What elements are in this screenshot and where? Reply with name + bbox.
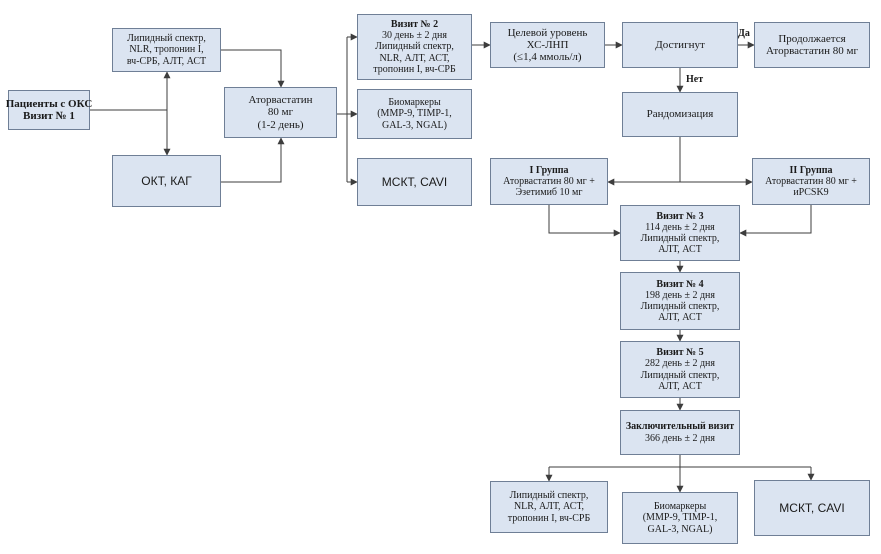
node-line: Достигнут bbox=[655, 38, 705, 51]
node-line: Эзетимиб 10 мг bbox=[515, 187, 583, 199]
node-line: NLR, тропонин I, bbox=[129, 44, 204, 56]
node-line: 282 день ± 2 дня bbox=[645, 358, 715, 370]
node-line: (MMP-9, TIMP-1, bbox=[377, 108, 452, 120]
node-line: GAL-3, NGAL) bbox=[382, 119, 447, 131]
node-line: Аторвастатин bbox=[248, 94, 313, 107]
edge-label-no: Нет bbox=[686, 74, 704, 85]
node-line: Липидный спектр, bbox=[375, 41, 454, 53]
node-line: вч-СРБ, АЛТ, АСТ bbox=[126, 55, 207, 67]
node-line: Липидный спектр, bbox=[509, 490, 589, 502]
node-okt-kag: ОКТ, КАГ bbox=[112, 155, 221, 207]
node-randomization: Рандомизация bbox=[622, 92, 738, 137]
node-line: 114 день ± 2 дня bbox=[645, 221, 715, 233]
node-line: иPCSK9 bbox=[793, 187, 829, 199]
connector-group2-visit3 bbox=[739, 205, 812, 237]
node-line: Аторвастатин 80 мг + bbox=[765, 175, 857, 187]
node-line: 366 день ± 2 дня bbox=[645, 432, 715, 444]
node-line: Липидный спектр, bbox=[640, 369, 720, 381]
node-line: Целевой уровень bbox=[507, 26, 588, 39]
connector-lipid-atorva bbox=[221, 49, 285, 88]
node-lipid-initial: Липидный спектр,NLR, тропонин I,вч-СРБ, … bbox=[112, 28, 221, 72]
node-line: Липидный спектр, bbox=[640, 301, 720, 312]
node-line: Аторвастатин 80 мг + bbox=[503, 175, 595, 187]
node-line: Визит № 4 bbox=[656, 278, 704, 290]
node-line: (MMP-9, TIMP-1, bbox=[642, 512, 718, 524]
node-line: NLR, АЛТ, АСТ, bbox=[379, 52, 450, 64]
node-line: Липидный спектр, bbox=[640, 233, 720, 244]
node-line: Биомаркеры bbox=[388, 97, 441, 109]
node-achieved: Достигнут bbox=[622, 22, 738, 68]
node-line: АЛТ, АСТ bbox=[658, 312, 702, 324]
node-biomarkers-2: Биомаркеры(MMP-9, TIMP-1,GAL-3, NGAL) bbox=[622, 492, 738, 544]
node-line: Рандомизация bbox=[646, 108, 714, 121]
node-line: АЛТ, АСТ bbox=[658, 380, 702, 392]
node-line: МСКТ, CAVI bbox=[381, 174, 448, 189]
node-line: Продолжается bbox=[778, 32, 846, 45]
node-line: Аторвастатин 80 мг bbox=[766, 45, 858, 57]
node-line: 80 мг bbox=[267, 106, 294, 119]
node-line: АЛТ, АСТ bbox=[658, 244, 702, 256]
node-line: Визит № 1 bbox=[23, 110, 75, 122]
connector-group1-visit3 bbox=[548, 205, 621, 237]
node-msct-cavi-2: МСКТ, CAVI bbox=[754, 480, 870, 536]
node-line: II Группа bbox=[789, 164, 833, 176]
node-line: Визит № 5 bbox=[656, 347, 704, 359]
connector-okt-atorva bbox=[221, 137, 285, 183]
node-line: I Группа bbox=[529, 164, 569, 176]
node-line: тропонин I, вч-СРБ bbox=[373, 63, 456, 75]
node-line: 30 день ± 2 дня bbox=[382, 30, 447, 42]
node-line: ОКТ, КАГ bbox=[141, 173, 192, 188]
node-line: Заключительный визит bbox=[625, 421, 735, 433]
node-line: Визит № 3 bbox=[656, 210, 704, 222]
node-line: GAL-3, NGAL) bbox=[647, 523, 713, 535]
node-line: Пациенты с ОКС bbox=[5, 97, 93, 110]
node-biomarkers-1: Биомаркеры(MMP-9, TIMP-1,GAL-3, NGAL) bbox=[357, 89, 472, 139]
node-line: 198 день ± 2 дня bbox=[645, 289, 715, 301]
node-msct-cavi-1: МСКТ, CAVI bbox=[357, 158, 472, 206]
edge-label-yes: Да bbox=[738, 28, 750, 39]
node-lipid-final: Липидный спектр,NLR, АЛТ, АСТ,тропонин I… bbox=[490, 481, 608, 533]
node-line: тропонин I, вч-СРБ bbox=[507, 512, 591, 524]
node-line: ХС-ЛНП bbox=[526, 38, 569, 51]
node-line: (1-2 день) bbox=[257, 118, 304, 131]
node-line: Липидный спектр, bbox=[127, 33, 206, 45]
node-line: NLR, АЛТ, АСТ, bbox=[513, 501, 585, 513]
node-line: Биомаркеры bbox=[653, 501, 707, 513]
node-line: (≤1,4 ммоль/л) bbox=[513, 51, 582, 64]
node-line: МСКТ, CAVI bbox=[779, 500, 845, 515]
node-line: Визит № 2 bbox=[390, 19, 439, 31]
